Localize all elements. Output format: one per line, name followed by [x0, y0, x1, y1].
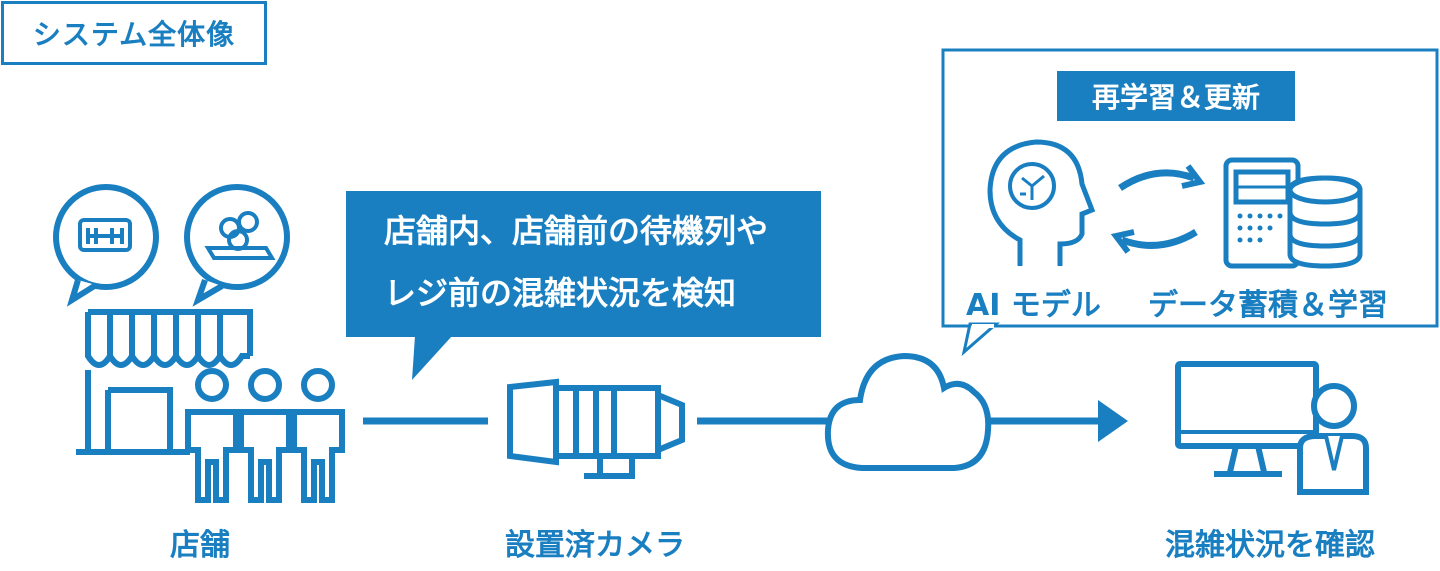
relearn-badge: 再学習＆更新: [1057, 71, 1295, 121]
data-learning-label: データ蓄積＆学習: [1148, 288, 1388, 323]
ai-model-label: AI モデル: [966, 288, 1101, 323]
ai-head-icon: [987, 139, 1096, 266]
coins-icon: [184, 184, 290, 307]
callout-line-1: 店舗内、店舗前の待機列や: [384, 212, 769, 250]
camera-label: 設置済カメラ: [505, 528, 685, 563]
cycle-arrows-icon: [1110, 164, 1206, 254]
restaurant-icon: [53, 184, 159, 307]
user-icon: [1297, 383, 1369, 495]
storefront-icon: [76, 309, 253, 455]
detection-callout: [346, 191, 821, 380]
store-label: 店舗: [170, 528, 230, 563]
database-icon: [1287, 175, 1363, 269]
cloud-icon: [824, 352, 992, 471]
arrow-right-icon: [988, 400, 1128, 442]
confirm-label: 混雑状況を確認: [1165, 528, 1375, 563]
monitor-icon: [1175, 361, 1319, 477]
person-icon: [185, 368, 345, 503]
camera-icon: [507, 378, 685, 479]
diagram-title: システム全体像: [1, 1, 267, 65]
callout-line-2: レジ前の混雑状況を検知: [384, 274, 737, 312]
